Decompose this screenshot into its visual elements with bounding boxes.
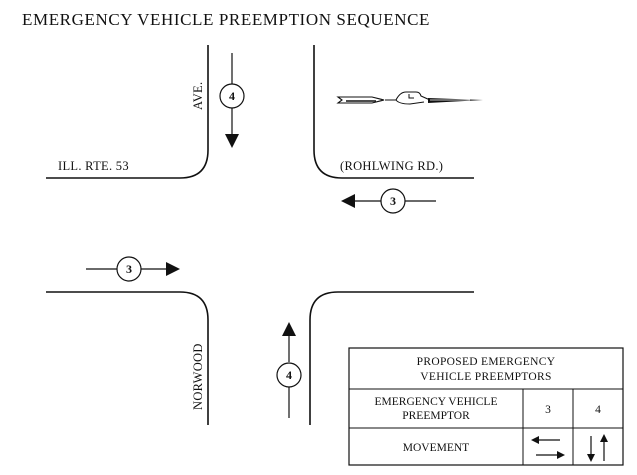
east-west-arrows-icon (531, 436, 565, 459)
curb-southwest (46, 291, 209, 425)
preemptor-marker-north: 4 (219, 53, 245, 148)
table-header-line1: PROPOSED EMERGENCY (417, 356, 556, 368)
preemptor-number-west: 3 (126, 262, 132, 276)
row-preemptor-label-line1: EMERGENCY VEHICLE (375, 396, 498, 408)
row-movement-label: MOVEMENT (403, 442, 469, 454)
street-label-norwood: NORWOOD (191, 343, 205, 410)
table-header-line2: VEHICLE PREEMPTORS (420, 371, 551, 383)
street-label-ill-rte-53: ILL. RTE. 53 (58, 159, 129, 173)
column-preemptor-4: 4 (595, 404, 601, 416)
street-label-ave: AVE. (191, 82, 205, 110)
street-label-rohlwing: (ROHLWING RD.) (340, 159, 443, 173)
preemptor-marker-east: 3 (341, 188, 436, 214)
preemptor-marker-south: 4 (276, 322, 302, 418)
north-arrow-icon (336, 91, 483, 105)
preemptor-number-north: 4 (229, 89, 235, 103)
row-preemptor-label-line2: PREEMPTOR (402, 410, 470, 422)
preemptor-table: PROPOSED EMERGENCY VEHICLE PREEMPTORS EM… (348, 347, 624, 466)
diagram-title: EMERGENCY VEHICLE PREEMPTION SEQUENCE (22, 10, 430, 29)
preemptor-number-south: 4 (286, 368, 292, 382)
curb-southeast (309, 291, 474, 425)
column-preemptor-3: 3 (545, 404, 551, 416)
curb-northeast (313, 45, 474, 179)
preemptor-marker-west: 3 (86, 256, 180, 282)
curb-northwest (46, 45, 209, 179)
preemptor-number-east: 3 (390, 194, 396, 208)
north-south-arrows-icon (587, 434, 608, 462)
